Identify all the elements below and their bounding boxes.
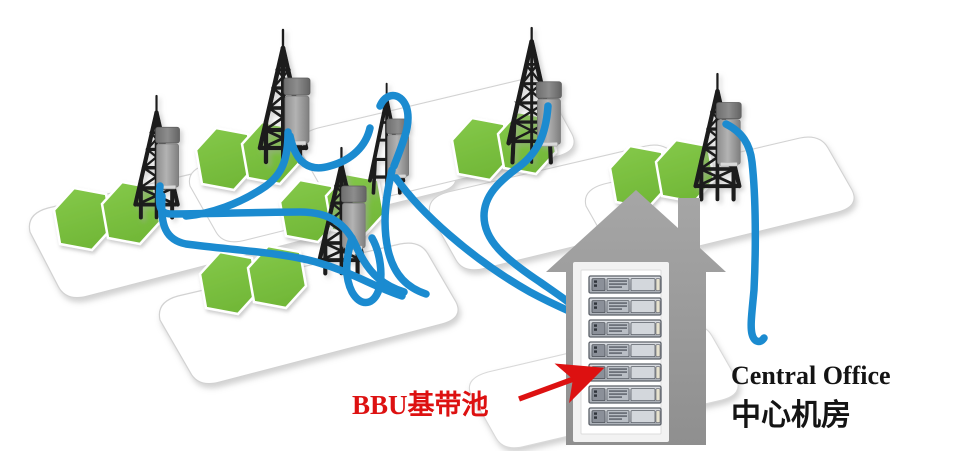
bbu-arrow bbox=[518, 363, 605, 404]
fiber-link bbox=[286, 124, 374, 172]
fiber-link bbox=[155, 182, 408, 296]
fiber-link bbox=[157, 192, 406, 300]
bbu-pool-label: BBU基带池 bbox=[352, 390, 489, 420]
fiber-link bbox=[722, 120, 768, 346]
fiber-link bbox=[381, 166, 430, 298]
server-rack bbox=[588, 275, 662, 426]
central-office-label-en: Central Office bbox=[731, 361, 891, 390]
cell-tower bbox=[696, 74, 742, 199]
fiber-links bbox=[155, 91, 768, 346]
fiber-link bbox=[343, 234, 385, 307]
central-office-label-cn: 中心机房 bbox=[731, 399, 851, 432]
fiber-link bbox=[376, 91, 412, 170]
fiber-link bbox=[480, 102, 584, 316]
fiber-link bbox=[392, 174, 584, 320]
fiber-link bbox=[182, 128, 292, 220]
